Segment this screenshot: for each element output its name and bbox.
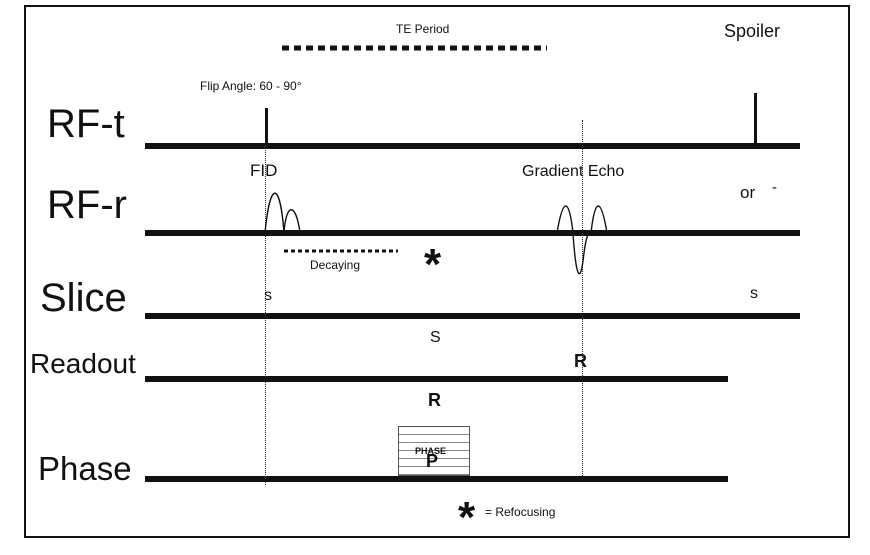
- legend-asterisk: *: [458, 493, 476, 542]
- decaying-label: Decaying: [310, 258, 361, 272]
- slice-marker-rephase: S: [430, 329, 441, 346]
- flip-angle-label: Flip Angle: 60 - 90°: [200, 79, 302, 93]
- refocusing-asterisk: *: [424, 240, 442, 289]
- slice-marker-spoiler: s: [750, 285, 758, 302]
- legend-refocusing-text: = Refocusing: [485, 505, 556, 519]
- fid-signal: [264, 192, 301, 234]
- phase-line: [145, 476, 728, 482]
- rf-r-line: [145, 230, 800, 236]
- excitation-pulse: [265, 108, 268, 144]
- gradient-echo-signal: [556, 205, 608, 275]
- readout-line: [145, 376, 728, 382]
- rf-r-row-label: RF-r: [47, 183, 127, 227]
- or-label: or: [740, 183, 756, 202]
- slice-marker-excitation: s: [264, 287, 272, 304]
- rf-t-line: [145, 143, 800, 149]
- fid-label: FID: [250, 161, 278, 180]
- rf-t-row-label: RF-t: [47, 102, 125, 146]
- decaying-bar: [284, 249, 398, 253]
- readout-marker-dephase: R: [428, 390, 441, 410]
- excitation-guide-line: [265, 145, 266, 485]
- spoiler-pulse: [754, 93, 757, 144]
- spoiler-label: Spoiler: [724, 21, 781, 41]
- gradient-echo-label: Gradient Echo: [522, 163, 625, 180]
- phase-box-label: PHASE: [415, 446, 447, 456]
- phase-row-label: Phase: [38, 450, 132, 487]
- te-period-bar: [282, 45, 547, 51]
- phase-encoding-table: [398, 426, 470, 476]
- te-period-label: TE Period: [396, 22, 450, 36]
- slice-row-label: Slice: [40, 276, 127, 320]
- dash-label: -: [772, 179, 777, 196]
- phase-marker: P: [426, 451, 439, 471]
- slice-line: [145, 313, 800, 319]
- echo-guide-line: [582, 120, 583, 480]
- diagram-frame: [24, 5, 850, 538]
- readout-marker-echo: R: [574, 351, 587, 371]
- readout-row-label: Readout: [30, 348, 136, 379]
